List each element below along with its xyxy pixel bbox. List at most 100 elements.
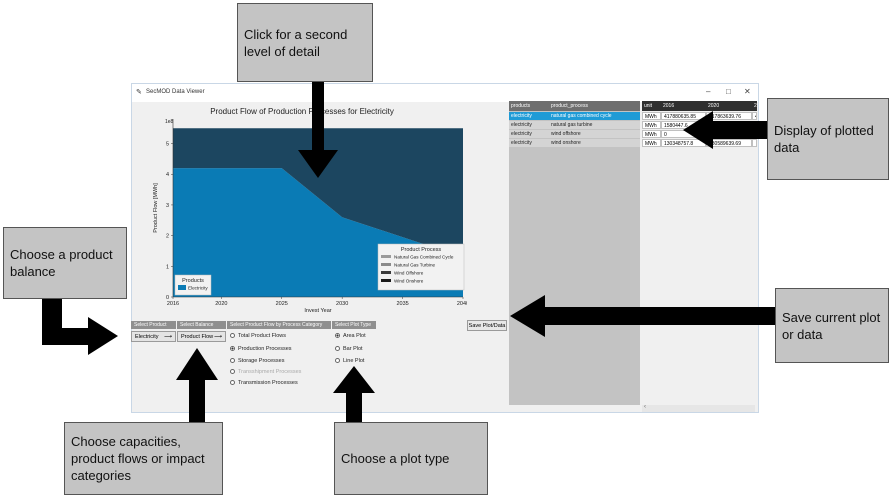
table-cell-unit[interactable]: MWh xyxy=(642,112,661,120)
scroll-left-icon[interactable]: ‹ xyxy=(644,404,646,410)
select-balance-header: Select Balance xyxy=(177,321,226,329)
radio-icon xyxy=(230,333,235,339)
cell-product: electricity xyxy=(511,140,532,146)
horizontal-scrollbar[interactable]: ‹ xyxy=(642,404,755,412)
legend-entry: Wind Offshore xyxy=(394,271,424,276)
callout-product-balance: Choose a product balance xyxy=(3,227,127,299)
column-header-2020[interactable]: 2020 xyxy=(706,101,752,111)
table-cell-unit[interactable]: MWh xyxy=(642,121,661,129)
arrow-display xyxy=(683,111,767,149)
dropdown-arrow-icon: ⟶ xyxy=(164,334,172,340)
minimize-button[interactable]: – xyxy=(706,87,711,96)
callout-text: Choose a product balance xyxy=(10,247,113,279)
radio-icon xyxy=(335,358,340,364)
callout-text: Save current plot or data xyxy=(782,309,881,342)
maximize-button[interactable]: □ xyxy=(726,87,731,96)
legend-entry: Natural Gas Combined Cycle xyxy=(394,255,454,260)
area-series-3[interactable] xyxy=(173,128,463,258)
radio-label: Transmission Processes xyxy=(238,380,298,386)
y-tick-label: 4 xyxy=(166,172,169,178)
legend-swatch xyxy=(381,279,391,282)
radio-transmission-processes[interactable]: Transmission Processes xyxy=(230,380,298,386)
radio-label: Total Product Flows xyxy=(238,333,286,339)
callout-text: Choose a plot type xyxy=(341,451,450,466)
title-bar: ✎ SecMOD Data Viewer – □ ✕ xyxy=(132,84,758,102)
y-tick-label: 2 xyxy=(166,234,169,240)
callout-plot-type: Choose a plot type xyxy=(334,422,488,495)
callout-second-level-detail: Click for a second level of detail xyxy=(237,3,373,82)
arrow-capacities xyxy=(176,348,218,422)
window-title: SecMOD Data Viewer xyxy=(146,89,205,95)
y-tick-label: 0 xyxy=(166,295,169,301)
balance-dropdown-value: Product Flow xyxy=(181,334,214,340)
callout-text: Display of plotted data xyxy=(774,123,874,155)
product-dropdown[interactable]: Electricity ⟶ xyxy=(131,331,176,342)
process-legend xyxy=(377,243,465,291)
y-tick-label: 5 xyxy=(166,142,169,148)
arrow-product-balance xyxy=(42,297,118,355)
x-tick-label: 2035 xyxy=(396,301,408,307)
chart-title: Product Flow of Production Processes for… xyxy=(210,107,394,116)
radio-label: Transshipment Processes xyxy=(238,369,302,375)
radio-transshipment-processes[interactable]: Transshipment Processes xyxy=(230,369,301,375)
radio-bar-plot[interactable]: Bar Plot xyxy=(335,346,363,352)
column-header-unit[interactable]: unit xyxy=(642,101,661,111)
arrow-plot-type xyxy=(333,366,375,422)
y-tick-label: 3 xyxy=(166,203,169,209)
callout-text: Click for a second level of detail xyxy=(244,26,348,59)
x-tick-label: 2020 xyxy=(215,301,227,307)
radio-icon xyxy=(230,346,235,352)
process-legend-title: Product Process xyxy=(401,247,442,253)
x-tick-label: 2030 xyxy=(336,301,348,307)
save-plot-data-button[interactable]: Save Plot/Data xyxy=(467,320,507,331)
x-axis-label: Invest Year xyxy=(304,308,331,314)
radio-production-processes[interactable]: Production Processes xyxy=(230,346,292,352)
x-tick-label: 2025 xyxy=(276,301,288,307)
legend-entry: Natural Gas Turbine xyxy=(394,263,436,268)
radio-line-plot[interactable]: Line Plot xyxy=(335,358,364,364)
select-category-header: Select Product Flow by Process Category xyxy=(227,321,331,329)
column-header-products[interactable]: products xyxy=(509,101,549,111)
cell-product: electricity xyxy=(511,122,532,128)
radio-total-product-flows[interactable]: Total Product Flows xyxy=(230,333,286,339)
chart-svg[interactable]: 2016202020252030203520400123451e8Invest … xyxy=(137,107,467,318)
cell-process: natural gas combined cycle xyxy=(551,113,612,119)
radio-storage-processes[interactable]: Storage Processes xyxy=(230,358,284,364)
table-cell-unit[interactable]: MWh xyxy=(642,130,661,138)
arrow-detail xyxy=(298,80,338,178)
x-tick-label: 2016 xyxy=(167,301,179,307)
column-header-next[interactable]: 2 xyxy=(752,101,757,111)
column-header-product-process[interactable]: product_process xyxy=(549,101,640,111)
callout-display-data: Display of plotted data xyxy=(767,98,889,180)
radio-area-plot[interactable]: Area Plot xyxy=(335,333,366,339)
radio-label: Line Plot xyxy=(343,358,365,364)
cell-product: electricity xyxy=(511,131,532,137)
radio-label: Area Plot xyxy=(343,333,366,339)
radio-icon xyxy=(335,333,340,339)
legend-swatch xyxy=(381,255,391,258)
table-cell-unit[interactable]: MWh xyxy=(642,139,661,147)
plot-area[interactable]: Product Flow of Production Processes for… xyxy=(137,107,467,318)
legend-entry: Wind Onshore xyxy=(394,279,424,284)
select-plot-type-header: Select Plot Type xyxy=(332,321,376,329)
callout-capacities: Choose capacities, product flows or impa… xyxy=(64,422,223,495)
arrow-save xyxy=(510,295,775,337)
close-button[interactable]: ✕ xyxy=(744,87,751,96)
radio-icon xyxy=(230,380,235,386)
balance-dropdown[interactable]: Product Flow ⟶ xyxy=(177,331,226,342)
radio-icon xyxy=(230,358,235,364)
column-header-2016[interactable]: 2016 xyxy=(661,101,706,111)
app-icon: ✎ xyxy=(136,89,142,96)
radio-label: Storage Processes xyxy=(238,358,285,364)
table-cell-extra[interactable] xyxy=(752,139,757,147)
y-multiplier: 1e8 xyxy=(165,119,174,125)
table-cell-extra[interactable]: 4 xyxy=(752,112,757,120)
callout-text: Choose capacities, product flows or impa… xyxy=(71,434,205,483)
product-dropdown-value: Electricity xyxy=(135,334,159,340)
